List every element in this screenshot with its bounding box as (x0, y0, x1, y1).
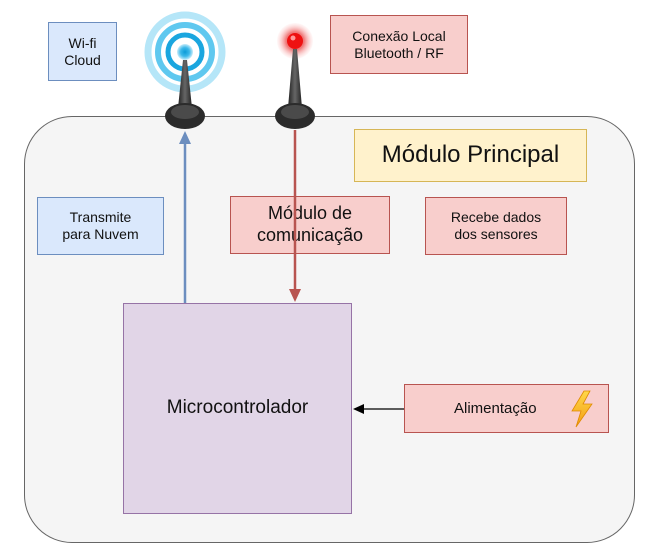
wifi-arrow (179, 131, 191, 303)
transmit-to-cloud-label: Transmite para Nuvem (37, 197, 164, 255)
sensors-label: Recebe dados dos sensores (425, 197, 567, 255)
microcontroller: Microcontrolador (123, 303, 352, 514)
lightning-icon (571, 390, 593, 428)
rf-antenna-icon (275, 23, 315, 129)
rf-arrow (289, 130, 301, 302)
module-title: Módulo Principal (354, 129, 587, 182)
wifi-antenna-icon (144, 11, 226, 129)
wifi-cloud-label: Wi-fi Cloud (48, 22, 117, 81)
communication-module: Módulo de comunicação (230, 196, 390, 254)
power-arrow (353, 404, 404, 414)
power-label: Alimentação (454, 399, 537, 417)
bluetooth-rf-label: Conexão Local Bluetooth / RF (330, 15, 468, 74)
